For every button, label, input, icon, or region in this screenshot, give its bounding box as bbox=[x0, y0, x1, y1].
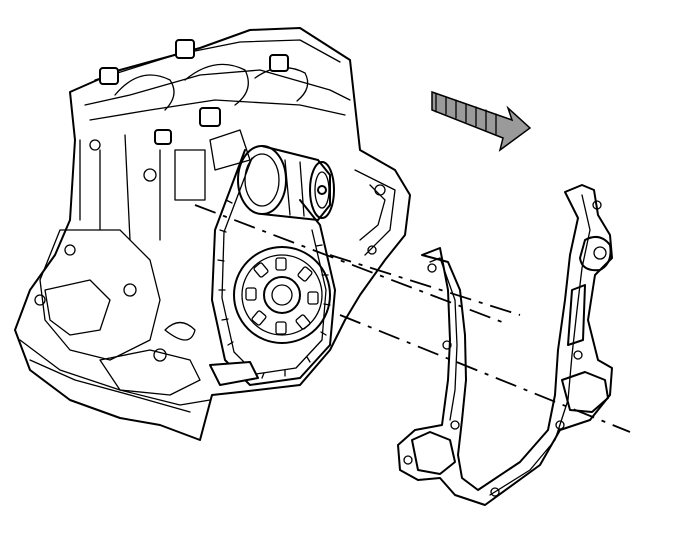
front-cover-gasket-illustration bbox=[397, 184, 613, 506]
camshaft-sprocket bbox=[237, 145, 335, 221]
alignment-lines bbox=[194, 204, 631, 433]
crankshaft-sprocket bbox=[209, 246, 331, 386]
timing-chain bbox=[211, 149, 336, 386]
engine-block-illustration bbox=[14, 27, 411, 441]
head-bolts bbox=[99, 39, 289, 145]
direction-arrow-icon bbox=[431, 90, 532, 152]
